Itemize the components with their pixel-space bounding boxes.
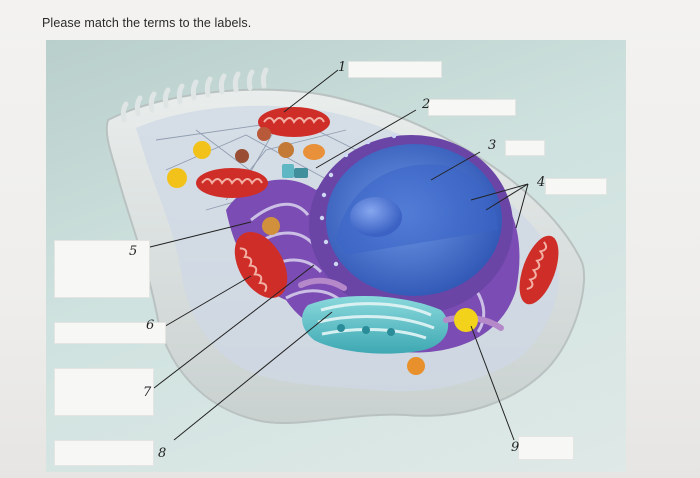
label-number-7: 7 — [143, 385, 152, 400]
vesicles — [167, 127, 478, 375]
mitochondrion-left — [196, 168, 268, 198]
answer-box-9[interactable] — [518, 436, 574, 460]
label-number-2: 2 — [422, 97, 431, 112]
centrioles — [282, 164, 308, 178]
answer-box-3[interactable] — [505, 140, 545, 156]
label-number-1: 1 — [338, 60, 347, 75]
leader-lines — [145, 69, 529, 441]
animal-cell-diagram — [105, 67, 585, 441]
label-number-8: 8 — [158, 446, 167, 461]
answer-box-8[interactable] — [54, 440, 154, 466]
label-number-5: 5 — [129, 244, 138, 259]
mitochondrion-lower-left — [234, 231, 288, 299]
answer-box-1[interactable] — [348, 61, 442, 78]
answer-box-4[interactable] — [545, 178, 607, 195]
nucleolus — [350, 197, 402, 237]
label-number-9: 9 — [511, 440, 520, 455]
label-number-3: 3 — [488, 138, 497, 153]
instruction-text: Please match the terms to the labels. — [42, 16, 252, 30]
answer-box-7[interactable] — [54, 368, 154, 416]
answer-box-6[interactable] — [54, 322, 166, 344]
nuclear-pores — [319, 133, 397, 267]
golgi-apparatus — [302, 295, 449, 354]
label-number-6: 6 — [146, 318, 155, 333]
cell-figure — [46, 40, 626, 472]
answer-box-2[interactable] — [428, 99, 516, 116]
mitochondrion-top — [258, 107, 330, 137]
label-number-4: 4 — [537, 175, 546, 190]
answer-box-5[interactable] — [54, 240, 150, 298]
mitochondrion-right — [519, 235, 559, 305]
microvilli — [120, 67, 269, 123]
